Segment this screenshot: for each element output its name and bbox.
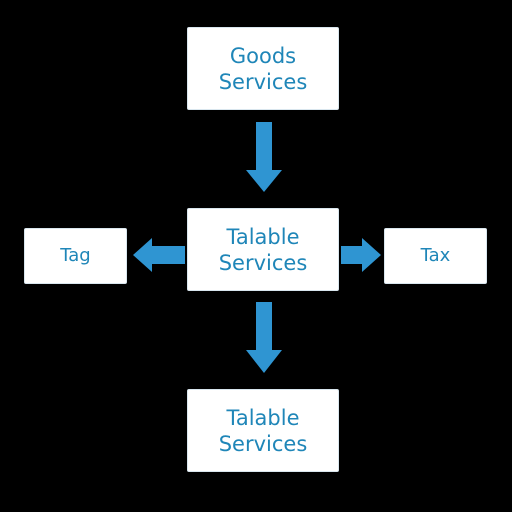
arrow-center-to-right — [341, 238, 381, 272]
node-label-line: Tag — [60, 245, 91, 266]
node-label-line: Services — [218, 431, 308, 456]
node-label-line: Tax — [420, 245, 451, 266]
node-label-line: Goods — [229, 43, 297, 68]
node-tag: Tag — [24, 228, 127, 284]
node-talable-services-bottom: Talable Services — [187, 389, 339, 472]
node-goods-services: Goods Services — [187, 27, 339, 110]
node-label-line: Talable — [226, 405, 300, 430]
arrow-top-to-center — [246, 122, 282, 192]
arrow-center-to-bottom — [246, 302, 282, 373]
node-label-line: Talable — [226, 224, 300, 249]
node-talable-services-center: Talable Services — [187, 208, 339, 291]
node-tax: Tax — [384, 228, 487, 284]
node-label-line: Services — [218, 69, 308, 94]
arrow-center-to-left — [133, 238, 185, 272]
node-label-line: Services — [218, 250, 308, 275]
